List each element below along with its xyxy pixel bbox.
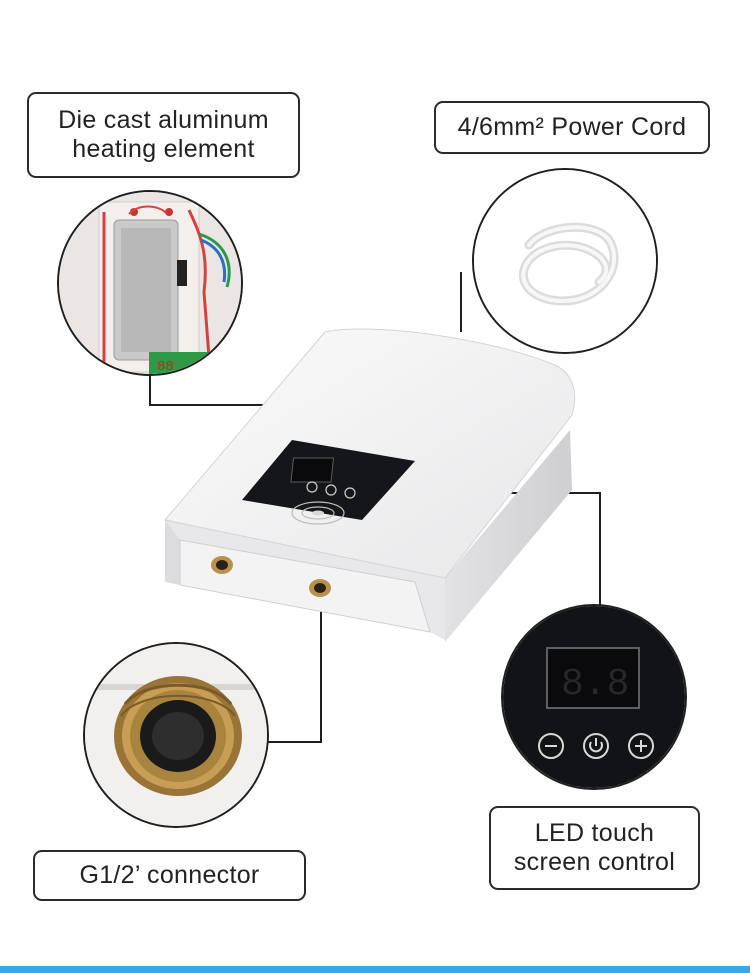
- power-cord-photo: [472, 168, 658, 354]
- minus-icon[interactable]: [538, 733, 564, 759]
- heating-element-label-line-1: Die cast aluminum: [58, 106, 269, 134]
- control-panel: [242, 440, 415, 525]
- accent-bar: [0, 966, 750, 973]
- svg-text:88: 88: [157, 359, 174, 375]
- outlet-fitting: [309, 579, 331, 597]
- water-heater-product: [164, 328, 576, 642]
- connector-photo: [83, 642, 269, 828]
- svg-text:8.8: 8.8: [561, 663, 629, 706]
- control-panel-photo: 8.8: [501, 604, 687, 790]
- touch-control-label: LED touch screen control: [489, 806, 700, 890]
- touch-target-icon[interactable]: [291, 501, 345, 525]
- heating-element-label: Die cast aluminum heating element: [27, 92, 300, 178]
- touch-control-label-line-1: LED touch: [534, 819, 655, 847]
- inlet-fitting: [211, 556, 233, 574]
- heating-element-photo: 88: [57, 190, 243, 376]
- connector-label-text: G1/2’ connector: [79, 861, 260, 889]
- touch-control-label-line-2: screen control: [513, 848, 676, 876]
- power-cord-label-text: 4/6mm² Power Cord: [457, 113, 687, 141]
- heating-element-label-line-2: heating element: [72, 135, 255, 163]
- power-icon[interactable]: [583, 733, 609, 759]
- power-cord-label: 4/6mm² Power Cord: [434, 101, 710, 154]
- plus-icon[interactable]: [628, 733, 654, 759]
- connector-label: G1/2’ connector: [33, 850, 306, 901]
